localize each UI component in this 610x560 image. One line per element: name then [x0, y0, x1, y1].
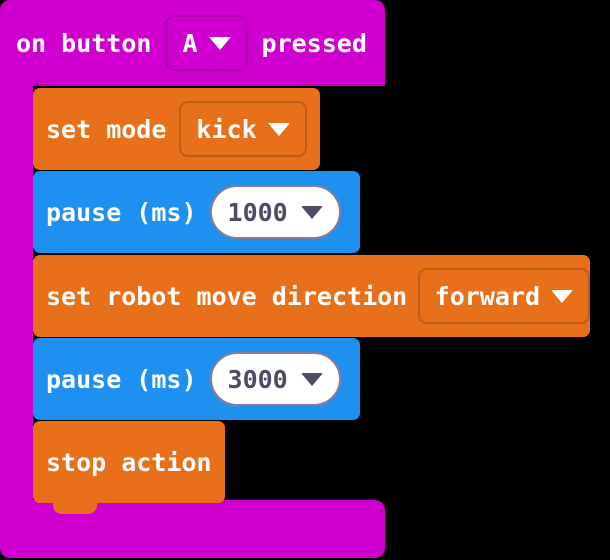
pause-1-duration-field[interactable]: 1000 [209, 185, 341, 239]
block-top-notch [53, 338, 97, 349]
mode-select-dropdown[interactable]: kick [179, 101, 307, 157]
block-pause-2-label: pause (ms) [46, 364, 197, 394]
event-block-header-row: on button A pressed [16, 0, 367, 86]
chevron-down-icon [551, 289, 573, 303]
chevron-down-icon [300, 205, 323, 219]
pause-2-duration-value: 3000 [227, 364, 288, 394]
pause-1-duration-value: 1000 [227, 197, 288, 227]
mode-select-value: kick [196, 114, 257, 144]
block-set-mode-label: set mode [46, 114, 167, 144]
button-select-value: A [182, 28, 198, 58]
event-label-suffix: pressed [261, 28, 367, 58]
block-set-mode[interactable]: set mode kick [33, 88, 320, 170]
block-pause-1-label: pause (ms) [46, 197, 197, 227]
block-bottom-notch [53, 503, 97, 514]
block-set-robot-move-direction[interactable]: set robot move direction forward [33, 255, 590, 337]
event-label-prefix: on button [16, 28, 152, 58]
event-block-header[interactable] [0, 0, 385, 86]
block-pause-1[interactable]: pause (ms) 1000 [33, 171, 360, 253]
block-top-notch [53, 421, 97, 432]
button-select-dropdown[interactable]: A [165, 15, 248, 71]
direction-select-value: forward [434, 281, 540, 311]
chevron-down-icon [208, 36, 231, 50]
block-pause-2[interactable]: pause (ms) 3000 [33, 338, 360, 420]
pause-2-duration-field[interactable]: 3000 [209, 352, 341, 406]
block-top-notch [53, 171, 97, 182]
block-set-robot-move-direction-label: set robot move direction [46, 281, 408, 311]
block-top-notch [53, 255, 97, 266]
block-top-notch [53, 88, 97, 99]
chevron-down-icon [267, 122, 290, 136]
event-block-spine [0, 82, 33, 504]
block-stop-action[interactable]: stop action [33, 421, 225, 514]
block-stop-action-label: stop action [46, 447, 212, 477]
direction-select-dropdown[interactable]: forward [417, 268, 590, 324]
chevron-down-icon [300, 372, 323, 386]
